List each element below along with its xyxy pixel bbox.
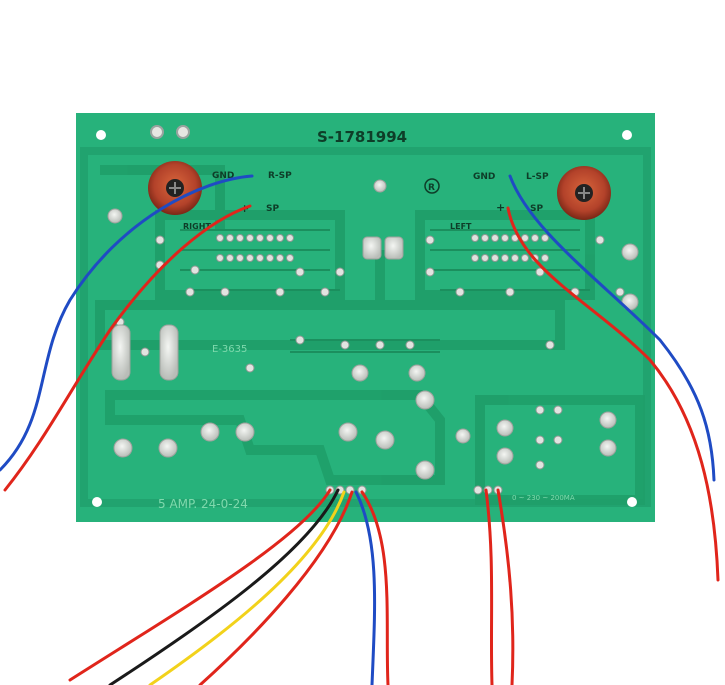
solder-pad — [535, 267, 545, 277]
solder-pad — [246, 234, 254, 242]
solder-pad — [190, 265, 200, 275]
supply-red-wire-2 — [198, 490, 354, 685]
solder-pad — [335, 267, 345, 277]
mains-red-wire-a — [484, 488, 494, 685]
mains-label: 0 ~ 230 ~ 200MA — [512, 494, 575, 502]
solder-pad — [541, 254, 549, 262]
solder-pad — [340, 340, 350, 350]
solder-pad — [140, 347, 150, 357]
solder-pad — [535, 435, 545, 445]
solder-pad — [245, 363, 255, 373]
solder-pad — [511, 254, 519, 262]
power-holes — [150, 125, 190, 139]
solder-pad — [553, 435, 563, 445]
solder-pad — [236, 254, 244, 262]
solder-pad — [535, 460, 545, 470]
solder-pad — [405, 340, 415, 350]
solder-pad — [216, 234, 224, 242]
solder-pad — [256, 254, 264, 262]
solder-pad — [473, 485, 483, 495]
solder-pad — [471, 234, 479, 242]
solder-pad — [455, 287, 465, 297]
right-speaker-grommet — [148, 161, 202, 215]
solder-pad — [236, 234, 244, 242]
silkscreen: S-1781994 GND R-SP + SP RIGHT GND L-SP +… — [158, 128, 575, 511]
solder-pad — [185, 287, 195, 297]
solder-pad — [615, 287, 625, 297]
solder-pad — [220, 287, 230, 297]
left-speaker-grommet — [557, 166, 611, 220]
solder-pad — [276, 234, 284, 242]
right-section-label: RIGHT — [183, 222, 211, 231]
solder-pad — [266, 254, 274, 262]
solder-pad — [501, 254, 509, 262]
serial-label: S-1781994 — [317, 128, 407, 146]
registered-mark: R — [428, 183, 435, 193]
solder-pad — [155, 235, 165, 245]
solder-pad — [481, 234, 489, 242]
part-label: E-3635 — [212, 344, 247, 355]
rating-label: 5 AMP. 24-0-24 — [158, 497, 248, 511]
mounting-holes — [92, 130, 637, 507]
solder-pad — [275, 287, 285, 297]
supply-blue-wire — [354, 490, 377, 685]
large-solder-joints — [107, 179, 639, 480]
left-blue-wire — [508, 174, 716, 482]
mains-red-wire-b — [496, 488, 515, 685]
supply-yellow-wire — [148, 490, 346, 685]
solder-pad — [505, 287, 515, 297]
solder-pad — [545, 340, 555, 350]
solder-pad — [595, 235, 605, 245]
supply-red-wire-1 — [68, 488, 332, 682]
left-gnd-label: GND — [473, 172, 495, 182]
solder-pad — [226, 254, 234, 262]
solder-pad — [286, 254, 294, 262]
left-red-wire — [506, 206, 720, 582]
solder-pad — [425, 267, 435, 277]
solder-pad — [216, 254, 224, 262]
solder-pad — [276, 254, 284, 262]
solder-pad — [246, 254, 254, 262]
solder-pad — [266, 234, 274, 242]
solder-pad — [471, 254, 479, 262]
solder-pad — [295, 267, 305, 277]
left-plus-label: + — [496, 201, 505, 214]
solder-pad — [481, 254, 489, 262]
solder-pad — [286, 234, 294, 242]
right-sp-label: R-SP — [268, 171, 292, 181]
registered-mark-ring — [424, 178, 440, 194]
wires — [0, 174, 720, 685]
solder-pad — [535, 405, 545, 415]
solder-pad — [425, 235, 435, 245]
left-sp-label: L-SP — [526, 172, 549, 182]
solder-pad — [320, 287, 330, 297]
solder-pad — [295, 335, 305, 345]
trace-lines — [180, 229, 590, 353]
solder-pad — [375, 340, 385, 350]
solder-pad — [491, 234, 499, 242]
solder-pad — [521, 254, 529, 262]
right-red-wire — [3, 204, 252, 492]
supply-black-wire — [108, 488, 340, 685]
solder-pad — [491, 254, 499, 262]
right-gnd-label: GND — [212, 171, 234, 181]
right-blue-wire — [0, 174, 254, 472]
solder-pad — [256, 234, 264, 242]
solder-pad — [531, 234, 539, 242]
solder-pad — [501, 234, 509, 242]
supply-red-wire-3 — [360, 490, 390, 685]
left-sp2-label: SP — [530, 204, 543, 214]
solder-pad — [541, 234, 549, 242]
solder-pad — [226, 234, 234, 242]
left-section-label: LEFT — [450, 222, 472, 231]
solder-pad — [553, 405, 563, 415]
right-sp2-label: SP — [266, 204, 279, 214]
solder-pad — [521, 234, 529, 242]
